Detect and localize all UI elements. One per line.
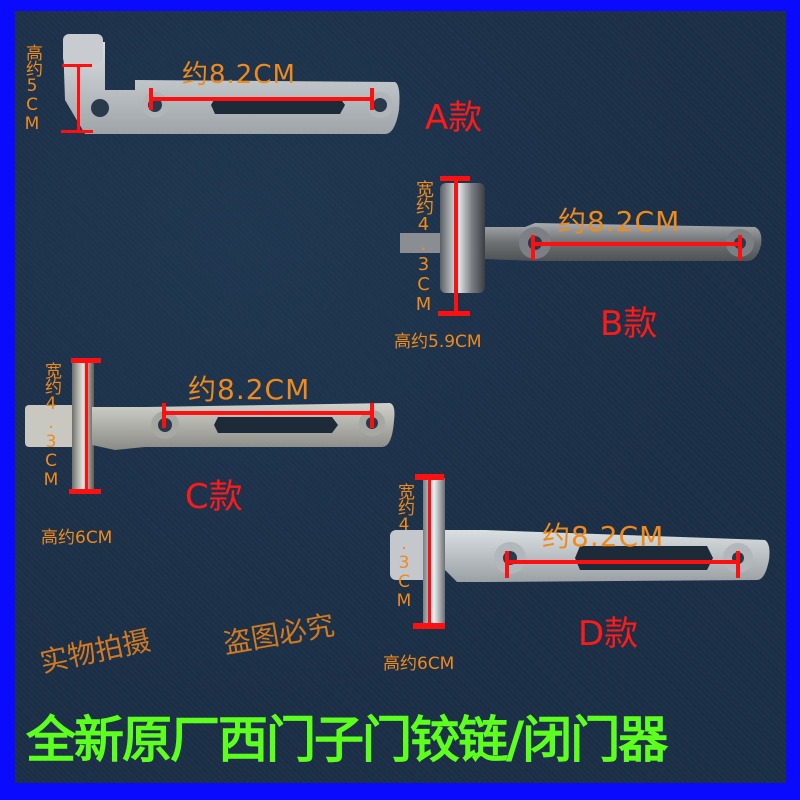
width-label-b: 宽约4.3CM	[413, 180, 434, 314]
height-label-d: 高约6CM	[383, 654, 455, 674]
measure-cap-b-left	[531, 235, 535, 260]
measure-cap-a-left	[149, 88, 153, 110]
measure-cap-c-right	[370, 403, 374, 428]
model-label-c: C款	[185, 477, 243, 517]
hinge-a-image	[63, 34, 400, 134]
measure-line-c-length	[163, 411, 373, 415]
measure-line-d-width	[428, 478, 431, 623]
measure-line-a-length	[151, 97, 372, 101]
product-title: 全新原厂西门子门铰链/闭门器	[26, 711, 668, 769]
measure-cap-a-top	[62, 64, 92, 67]
width-label-d: 宽约4.3CM	[394, 483, 414, 610]
measure-line-c-width	[85, 360, 88, 492]
height-label-a: 高约5CM	[22, 44, 42, 133]
product-photo-panel	[15, 11, 786, 783]
length-label-d: 约8.2CM	[542, 520, 665, 553]
width-label-c: 宽约4.3CM	[41, 362, 61, 489]
measure-line-a-height	[77, 65, 80, 131]
model-label-b: B款	[600, 304, 658, 344]
length-label-c: 约8.2CM	[188, 373, 311, 406]
length-label-a: 约8.2CM	[182, 60, 296, 90]
measure-cap-a-right	[370, 88, 374, 110]
measure-line-d-length	[507, 560, 738, 564]
height-label-c: 高约6CM	[41, 528, 113, 548]
measure-cap-b-bottom	[438, 311, 470, 316]
measure-cap-c-bottom	[69, 489, 101, 494]
measure-cap-b-top	[440, 176, 470, 181]
measure-line-b-width	[454, 178, 458, 314]
model-label-d: D款	[578, 614, 639, 654]
measure-cap-a-bottom	[61, 130, 93, 133]
measure-cap-b-right	[738, 235, 742, 260]
measure-cap-c-left	[162, 403, 166, 428]
model-label-a: A款	[425, 98, 483, 138]
measure-cap-d-left	[505, 551, 509, 578]
measure-line-b-length	[533, 242, 740, 246]
length-label-b: 约8.2CM	[558, 205, 681, 238]
measure-cap-c-top	[71, 358, 101, 363]
measure-cap-d-bottom	[413, 623, 445, 629]
measure-cap-d-right	[736, 551, 740, 578]
height-label-b: 高约5.9CM	[394, 332, 482, 352]
measure-cap-d-top	[415, 474, 444, 480]
